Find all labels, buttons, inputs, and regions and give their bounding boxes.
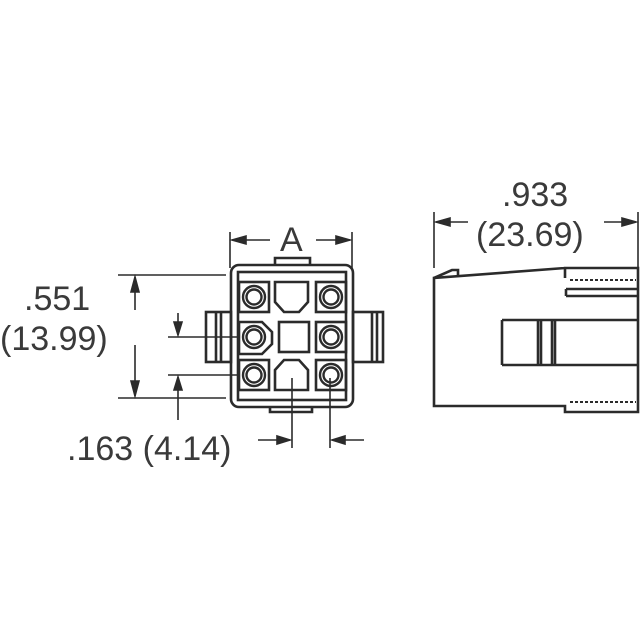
pitch-label: .163 (4.14) bbox=[67, 430, 232, 468]
length-inch-label: .933 bbox=[502, 176, 569, 214]
height-mm-label: (13.99) bbox=[0, 320, 108, 358]
length-mm-label: (23.69) bbox=[476, 216, 584, 254]
dimension-a-label: A bbox=[280, 221, 303, 259]
height-inch-label: .551 bbox=[24, 280, 91, 318]
